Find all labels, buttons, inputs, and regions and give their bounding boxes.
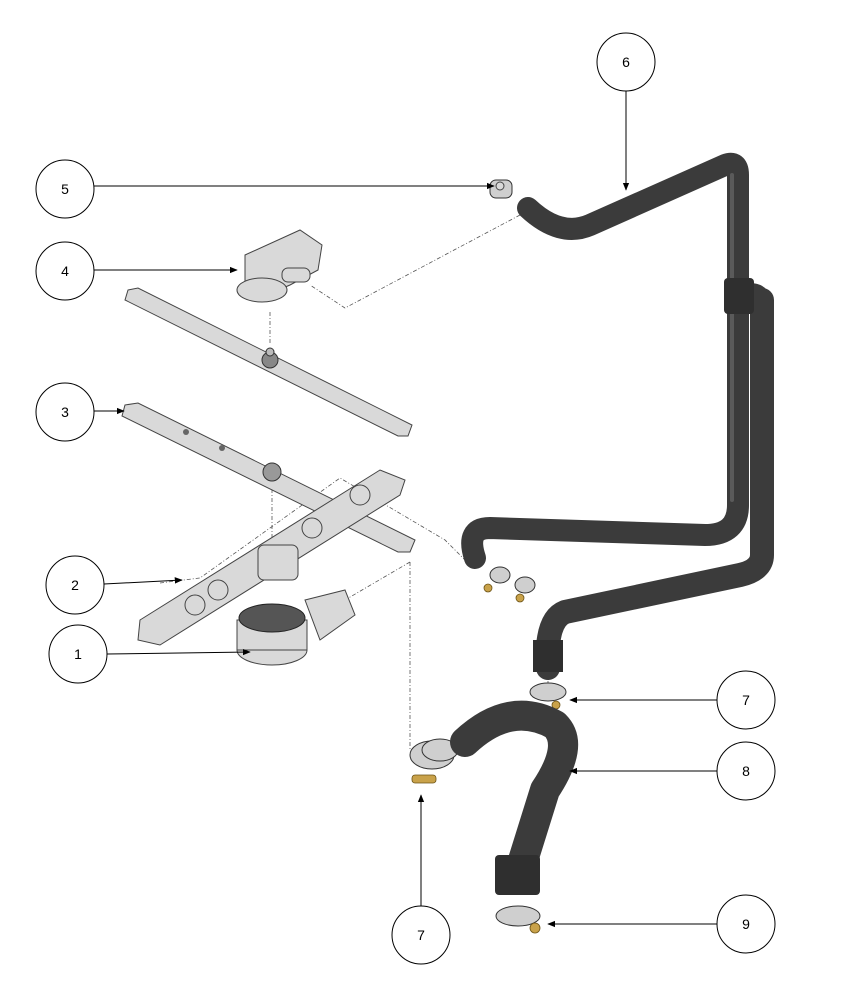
callout-8-label: 8 — [742, 763, 750, 779]
callout-4-label: 4 — [61, 263, 69, 279]
part-4-housing — [236, 229, 323, 303]
callout-3: 3 — [35, 382, 95, 442]
callout-1: 1 — [48, 624, 108, 684]
callout-5: 5 — [35, 159, 95, 219]
leader-lines — [94, 91, 717, 928]
callout-9-label: 9 — [742, 916, 750, 932]
callout-5-label: 5 — [61, 181, 69, 197]
callout-9: 9 — [716, 894, 776, 954]
part-2-lower-spray-arm — [137, 469, 406, 646]
callout-7b-label: 7 — [417, 927, 425, 943]
part-7-clamp-upper — [529, 682, 567, 710]
hose-clamps — [483, 566, 536, 603]
callout-8: 8 — [716, 741, 776, 801]
callout-7a: 7 — [716, 670, 776, 730]
part-5-clamp — [489, 179, 513, 199]
callout-6: 6 — [596, 32, 656, 92]
callout-2-label: 2 — [71, 577, 79, 593]
part-8-bent-hose — [450, 700, 578, 895]
part-7-clamp-lower — [409, 738, 459, 784]
part-1-sump — [236, 589, 356, 666]
callout-7b: 7 — [391, 905, 451, 965]
part-6-hose-assembly — [461, 152, 774, 680]
callout-3-label: 3 — [61, 404, 69, 420]
callout-6-label: 6 — [622, 54, 630, 70]
callout-2: 2 — [45, 555, 105, 615]
callout-7a-label: 7 — [742, 692, 750, 708]
assembly-lines — [159, 214, 549, 750]
callout-1-label: 1 — [74, 646, 82, 662]
upper-spray-arm — [124, 287, 413, 437]
callout-4: 4 — [35, 241, 95, 301]
part-9-clamp — [495, 905, 541, 934]
